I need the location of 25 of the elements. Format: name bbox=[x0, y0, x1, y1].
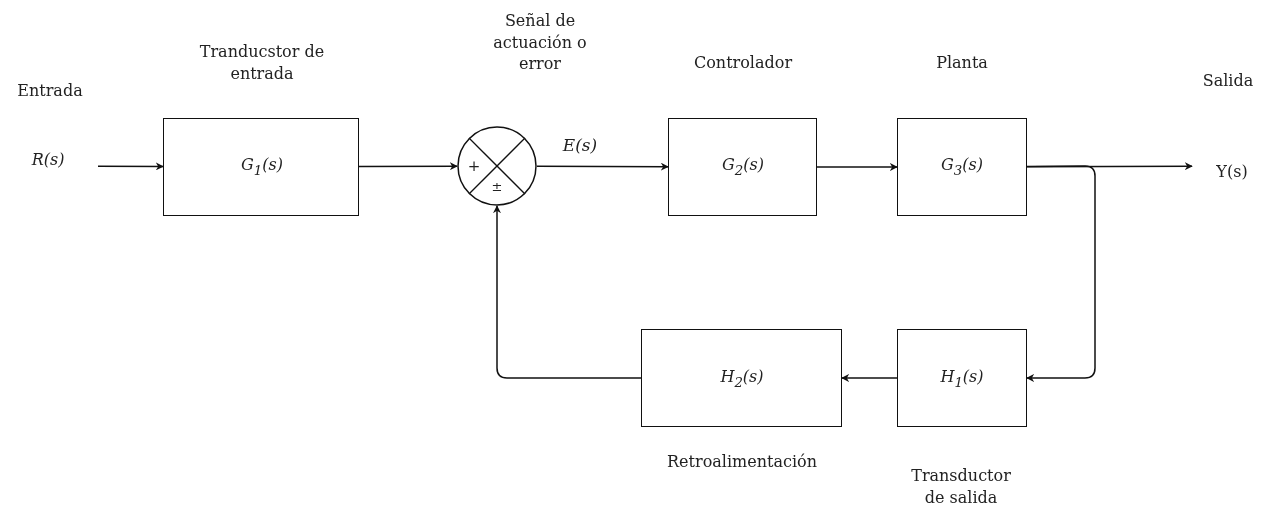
output-heading: Salida bbox=[1201, 70, 1255, 92]
arrow bbox=[358, 162, 458, 171]
transfer-function: G$_{2}$(s) bbox=[722, 154, 764, 180]
arrow bbox=[536, 162, 669, 171]
arrow bbox=[816, 163, 898, 171]
plus-minus-sign: ± bbox=[491, 178, 503, 196]
block-heading: Controlador bbox=[693, 52, 793, 74]
arrow bbox=[493, 205, 642, 379]
transfer-function: G$_{3}$(s) bbox=[941, 154, 983, 180]
input-heading: Entrada bbox=[16, 80, 84, 102]
block-heading: Tranducstor de entrada bbox=[199, 41, 325, 85]
transfer-function: G$_{1}$(s) bbox=[241, 154, 283, 180]
block-heading: Transductor de salida bbox=[910, 465, 1012, 508]
transfer-function: H$_{1}$(s) bbox=[940, 366, 984, 392]
arrow bbox=[97, 162, 164, 171]
transfer-function: H$_{2}$(s) bbox=[720, 366, 764, 392]
arrow bbox=[1026, 165, 1096, 382]
summing-junction bbox=[457, 126, 537, 206]
block-heading: Retroalimentación bbox=[667, 451, 817, 473]
arrow bbox=[841, 374, 898, 382]
plus-sign: + bbox=[467, 155, 481, 177]
signal-heading: Señal de actuación o error bbox=[492, 9, 588, 75]
output-signal-label: Y(s) bbox=[1216, 161, 1248, 183]
input-signal-label: R(s) bbox=[31, 149, 65, 171]
block-heading: Planta bbox=[936, 52, 988, 74]
